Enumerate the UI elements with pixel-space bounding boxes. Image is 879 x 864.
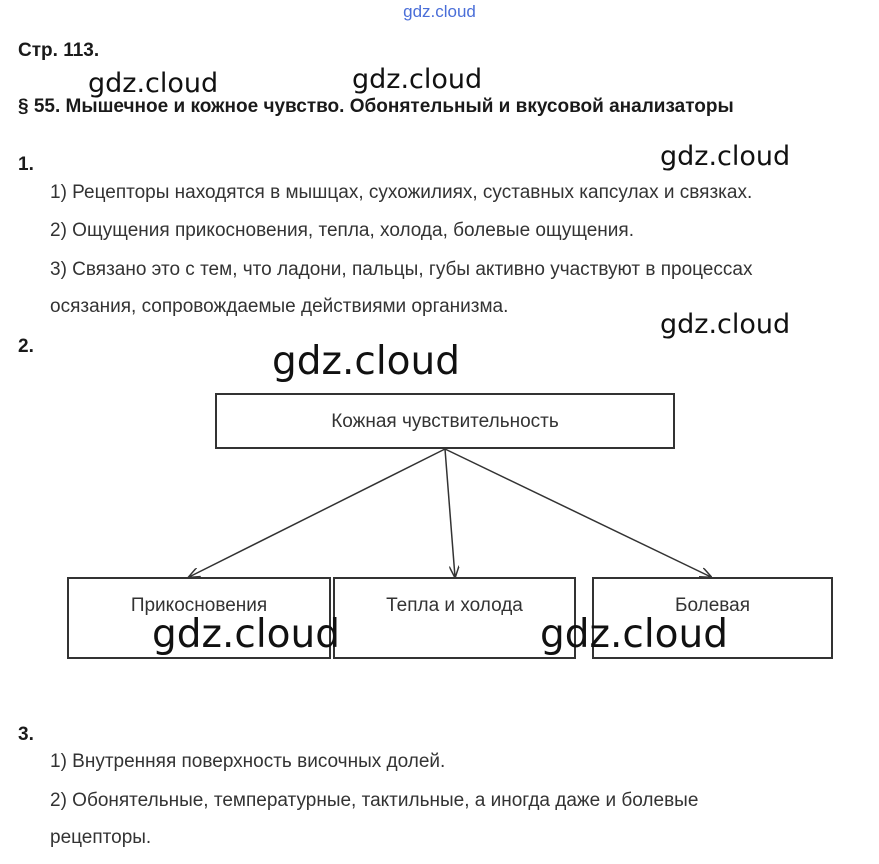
watermark: gdz.cloud [88,68,219,99]
arrow-to-temperature [444,448,455,577]
diagram-child-label: Тепла и холода [386,595,523,616]
watermark: gdz.cloud [660,309,791,340]
question-2-number: 2. [18,336,34,357]
question-1-answer-3-line-2: осязания, сопровождаемые действиями орга… [50,296,509,317]
arrow-to-touch [189,448,446,577]
watermark: gdz.cloud [540,612,728,657]
watermark: gdz.cloud [152,612,340,657]
diagram-child-box-pain: Болевая [592,577,833,659]
diagram-child-box-temperature: Тепла и холода [333,577,576,659]
question-1-answer-3-line-1: 3) Связано это с тем, что ладони, пальцы… [50,259,753,280]
watermark: gdz.cloud [272,339,460,384]
diagram-root-label: Кожная чувствительность [331,411,559,432]
watermark: gdz.cloud [352,64,483,95]
arrow-to-pain [444,448,711,577]
diagram-child-box-touch: Прикосновения [67,577,331,659]
site-watermark-top: gdz.cloud [403,2,476,21]
question-3-answer-1: 1) Внутренняя поверхность височных долей… [50,751,446,772]
watermark: gdz.cloud [660,141,791,172]
question-3-number: 3. [18,724,34,745]
page-reference: Стр. 113. [18,40,100,61]
question-1-number: 1. [18,154,34,175]
question-3-answer-2-line-1: 2) Обонятельные, температурные, тактильн… [50,790,699,811]
question-1-answer-1: 1) Рецепторы находятся в мышцах, сухожил… [50,182,753,203]
diagram-child-label: Болевая [674,595,750,616]
section-title: § 55. Мышечное и кожное чувство. Обоняте… [18,96,734,117]
diagram-root-box: Кожная чувствительность [215,393,675,449]
question-1-answer-2: 2) Ощущения прикосновения, тепла, холода… [50,220,634,241]
diagram-child-label: Прикосновения [130,595,268,616]
question-3-answer-2-line-2: рецепторы. [50,827,152,848]
